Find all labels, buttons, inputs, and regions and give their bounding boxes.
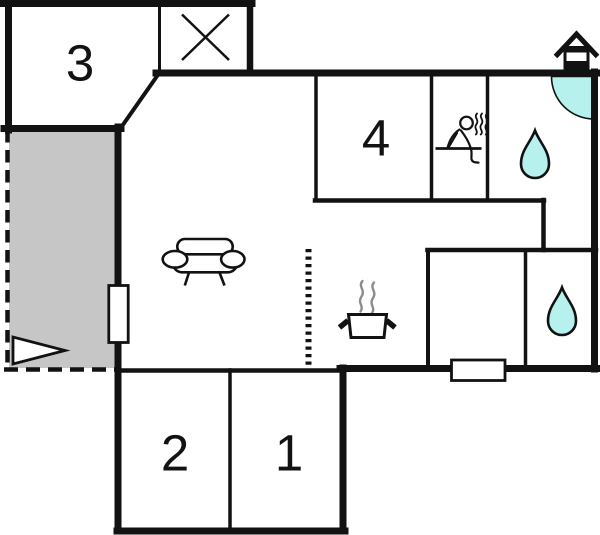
terrace-arrow-icon <box>11 335 71 366</box>
sauna-steam-icon <box>474 112 479 136</box>
sofa-armrest <box>161 249 189 269</box>
water-drop-icon-bath-top <box>519 126 551 180</box>
pot-handle <box>384 318 397 330</box>
sauna-person-body <box>446 128 461 150</box>
terrace-area <box>9 131 115 368</box>
sofa-back <box>176 237 235 256</box>
sofa-armrest <box>219 249 246 269</box>
icons-layer <box>161 13 600 339</box>
sauna-person-body <box>459 129 480 164</box>
window-marker <box>107 284 130 344</box>
wall-segment-exterior <box>117 71 162 132</box>
chimney-x-icon <box>181 13 230 61</box>
sofa-icon <box>161 237 246 286</box>
room-label-2: 2 <box>161 425 189 482</box>
terrace-layer <box>9 131 115 368</box>
room-label-1: 1 <box>275 425 303 482</box>
house-roof <box>553 30 600 59</box>
water-drop-icon-bath-bottom <box>546 283 578 337</box>
pot-handle <box>337 318 350 330</box>
pot-body <box>346 313 389 339</box>
room-label-4: 4 <box>362 110 390 167</box>
sofa-leg <box>183 272 191 286</box>
entrance-house-icon <box>553 30 600 71</box>
door-swing-icon <box>550 75 595 120</box>
sauna-person-head <box>459 115 474 131</box>
labels-layer: 3 4 2 1 <box>66 35 390 482</box>
steam-icon <box>370 281 376 315</box>
room-label-3: 3 <box>66 35 94 92</box>
house-band <box>566 52 587 61</box>
windows-layer <box>107 284 507 382</box>
chimney-x-stroke <box>181 13 230 61</box>
door-layer <box>550 75 595 120</box>
sofa-leg <box>218 272 226 286</box>
sauna-steam-icon <box>479 112 484 136</box>
steam-icon <box>358 279 365 313</box>
stove-pot-icon <box>337 279 397 339</box>
window-marker <box>450 358 507 382</box>
sauna-steam-icon <box>484 112 489 136</box>
sauna-person-body <box>447 131 459 149</box>
sauna-icon <box>435 112 489 164</box>
